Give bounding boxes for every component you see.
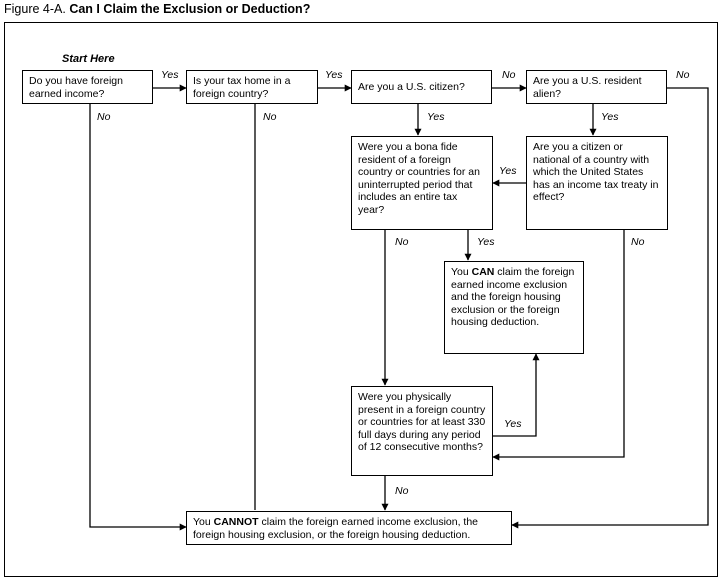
edge-treaty-to-physical	[492, 230, 625, 461]
label-no-citizen-resident: No	[502, 69, 516, 81]
label-yes-bonafide-canclaim: Yes	[477, 236, 495, 248]
figure-title: Figure 4-A. Can I Claim the Exclusion or…	[4, 2, 310, 16]
start-here-label: Start Here	[62, 53, 115, 65]
cannot-claim-text-end: claim the foreign earned income exclusio…	[193, 516, 479, 541]
cannot-claim-text-start: You	[193, 516, 214, 528]
node-tax-home: Is your tax home in a foreign country?	[186, 70, 318, 104]
can-claim-text-end: claim the foreign earned income exclusio…	[451, 266, 575, 329]
label-no-resident-cannot: No	[676, 69, 690, 81]
node-foreign-income: Do you have foreign earned income?	[22, 70, 153, 104]
label-no-income-cannot: No	[97, 111, 111, 123]
node-physical-presence: Were you physically present in a foreign…	[351, 386, 493, 476]
label-yes-physical-canclaim: Yes	[504, 418, 522, 430]
node-resident-alien: Are you a U.S. resident alien?	[526, 70, 667, 104]
label-yes-treaty-bonafide: Yes	[499, 165, 517, 177]
edge-resident-to-cannotclaim	[511, 87, 709, 529]
node-can-claim: You CAN claim the foreign earned income …	[444, 261, 584, 354]
node-bona-fide: Were you a bona fide resident of a forei…	[351, 136, 493, 230]
node-us-citizen: Are you a U.S. citizen?	[351, 70, 492, 104]
label-yes-income-taxhome: Yes	[161, 69, 179, 81]
label-no-bonafide-physical: No	[395, 236, 409, 248]
edge-income-to-cannotclaim	[89, 104, 187, 531]
can-claim-emphasis: CAN	[471, 266, 495, 278]
label-yes-citizen-bonafide: Yes	[427, 111, 445, 123]
node-cannot-claim: You CANNOT claim the foreign earned inco…	[186, 511, 512, 545]
node-treaty: Are you a citizen or national of a count…	[526, 136, 668, 230]
figure-label: Figure 4-A.	[4, 2, 66, 16]
label-no-physical-cannot: No	[395, 485, 409, 497]
label-no-treaty-physical: No	[631, 236, 645, 248]
label-yes-resident-treaty: Yes	[601, 111, 619, 123]
edge-physical-to-canclaim	[493, 353, 540, 437]
label-yes-taxhome-citizen: Yes	[325, 69, 343, 81]
figure-heading: Can I Claim the Exclusion or Deduction?	[69, 2, 311, 16]
cannot-claim-emphasis: CANNOT	[213, 516, 259, 528]
can-claim-text-start: You	[451, 266, 472, 278]
flowchart-frame	[4, 22, 718, 577]
label-no-taxhome-cannot: No	[263, 111, 277, 123]
